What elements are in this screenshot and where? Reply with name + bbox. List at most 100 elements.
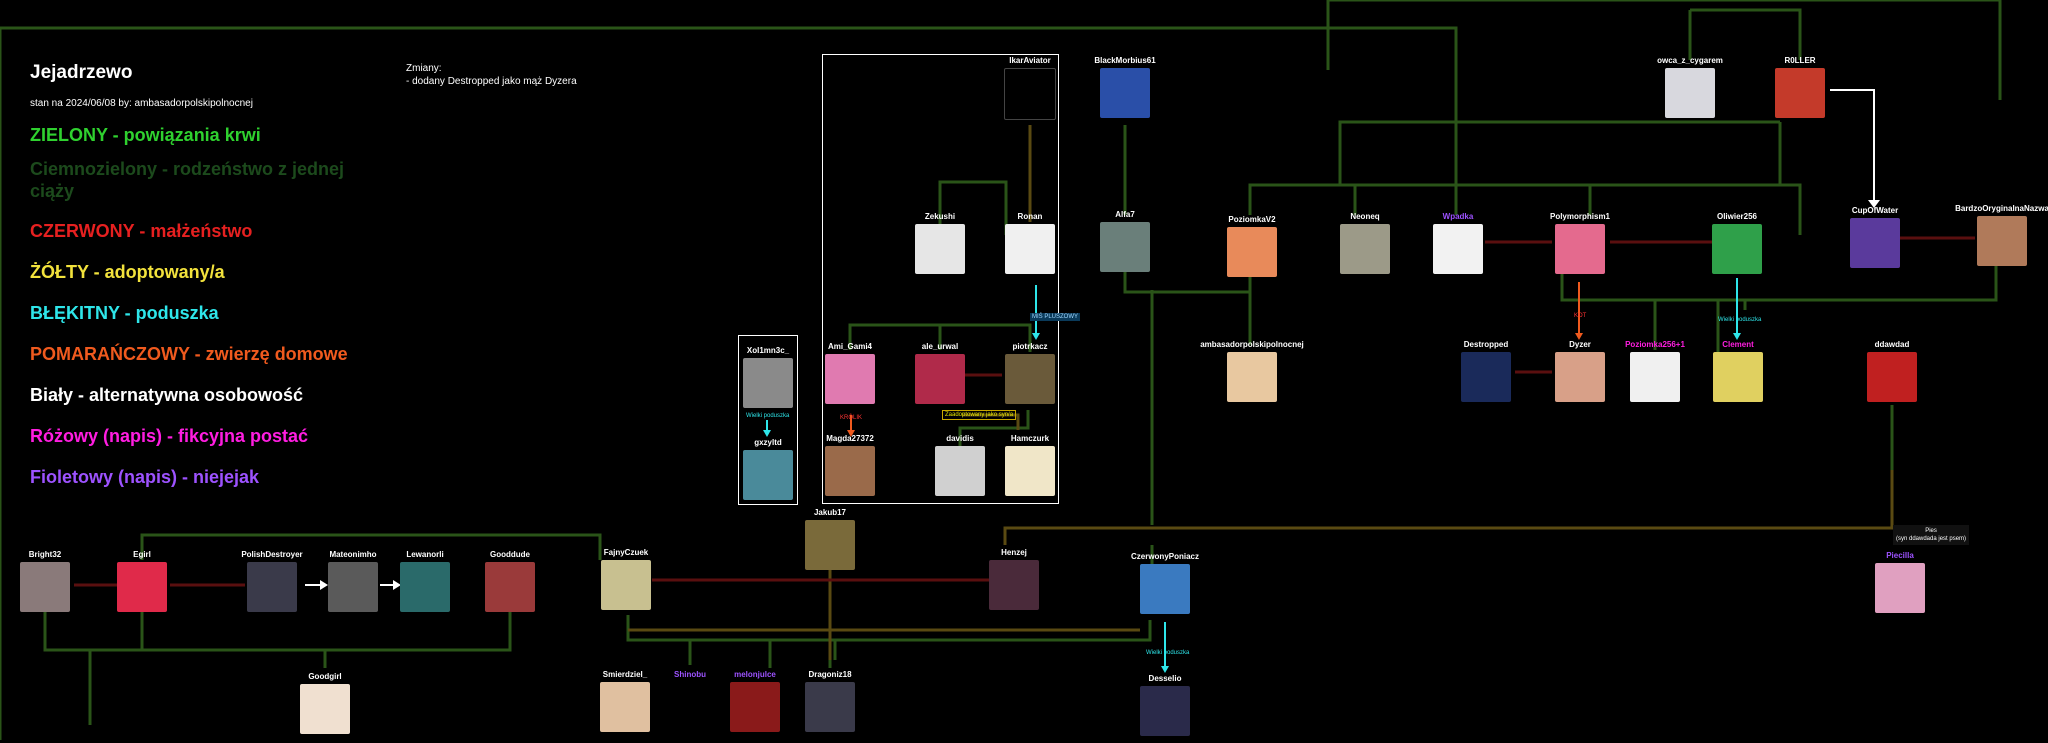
- avatar[interactable]: [1100, 68, 1150, 118]
- person-node-ale_urwal[interactable]: ale_urwal: [880, 342, 1000, 404]
- person-node-henzej[interactable]: Henzej: [954, 548, 1074, 610]
- person-node-hamczurk[interactable]: Hamczurk: [970, 434, 1090, 496]
- person-node-zekushi[interactable]: Zekushi: [880, 212, 1000, 274]
- person-node-bright32[interactable]: Bright32: [0, 550, 105, 612]
- avatar[interactable]: [1005, 224, 1055, 274]
- avatar[interactable]: [1712, 224, 1762, 274]
- avatar[interactable]: [1775, 68, 1825, 118]
- avatar[interactable]: [1100, 222, 1150, 272]
- person-node-dragoniz18[interactable]: Dragoniz18: [770, 670, 890, 732]
- person-node-polishdestroyer[interactable]: PolishDestroyer: [212, 550, 332, 612]
- person-name: FajnyCzuek: [603, 548, 649, 557]
- avatar[interactable]: [1227, 227, 1277, 277]
- person-node-czerwonyponiacz[interactable]: CzerwonyPoniacz: [1105, 552, 1225, 614]
- person-node-magda27372[interactable]: Magda27372: [790, 434, 910, 496]
- person-node-wpadka[interactable]: Wpadka: [1398, 212, 1518, 274]
- person-node-dyzer[interactable]: Dyzer: [1520, 340, 1640, 402]
- avatar[interactable]: [400, 562, 450, 612]
- person-name: Lewanorli: [406, 550, 444, 559]
- person-node-fajnyczuek[interactable]: FajnyCzuek: [566, 548, 686, 610]
- person-node-neoneq[interactable]: Neoneq: [1305, 212, 1425, 274]
- avatar[interactable]: [1005, 354, 1055, 404]
- avatar[interactable]: [1140, 686, 1190, 736]
- person-node-ikaraviator[interactable]: IkarAviator: [970, 56, 1090, 120]
- avatar[interactable]: [1850, 218, 1900, 268]
- person-node-ami_gami4[interactable]: Ami_Gami4: [790, 342, 910, 404]
- avatar[interactable]: [1005, 446, 1055, 496]
- person-node-desselio[interactable]: Desselio: [1105, 674, 1225, 736]
- person-node-piotrkacz[interactable]: piotrkacz: [970, 342, 1090, 404]
- person-node-davidis[interactable]: davidis: [900, 434, 1020, 496]
- person-node-bardzooryginalnanazwa[interactable]: BardzoOryginalnaNazwa: [1942, 204, 2048, 266]
- avatar[interactable]: [730, 682, 780, 732]
- tag-pillow: Wielki poduszka: [1146, 650, 1190, 656]
- avatar[interactable]: [743, 450, 793, 500]
- person-node-ambasadorpolskipolnocnej[interactable]: ambasadorpolskipolnocnej: [1192, 340, 1312, 402]
- person-node-lewanorli[interactable]: Lewanorli: [365, 550, 485, 612]
- person-node-goodgirl[interactable]: Goodgirl: [265, 672, 385, 734]
- avatar[interactable]: [1713, 352, 1763, 402]
- person-node-egirl[interactable]: Egirl: [82, 550, 202, 612]
- avatar[interactable]: [989, 560, 1039, 610]
- avatar[interactable]: [1977, 216, 2027, 266]
- avatar[interactable]: [915, 354, 965, 404]
- person-name: Desselio: [1148, 674, 1182, 683]
- avatar[interactable]: [1555, 352, 1605, 402]
- avatar[interactable]: [1227, 352, 1277, 402]
- avatar[interactable]: [601, 560, 651, 610]
- person-name: ale_urwal: [921, 342, 959, 351]
- person-node-oliwier256[interactable]: Oliwier256: [1677, 212, 1797, 274]
- avatar[interactable]: [743, 358, 793, 408]
- avatar[interactable]: [1433, 224, 1483, 274]
- person-node-xol1mn3c[interactable]: Xol1mn3c_: [708, 346, 828, 408]
- person-node-clement[interactable]: Clement: [1678, 340, 1798, 402]
- avatar[interactable]: [300, 684, 350, 734]
- person-node-polymorphism1[interactable]: Polymorphism1: [1520, 212, 1640, 274]
- person-node-smierdziel[interactable]: Smierdziel_: [565, 670, 685, 732]
- family-box-xol: [738, 335, 798, 505]
- avatar[interactable]: [328, 562, 378, 612]
- person-name: Alfa7: [1115, 210, 1135, 219]
- avatar[interactable]: [1630, 352, 1680, 402]
- arrow-heads: [320, 200, 1880, 590]
- avatar[interactable]: [805, 520, 855, 570]
- person-name: Ami_Gami4: [827, 342, 873, 351]
- person-node-poziomkav2[interactable]: PoziomkaV2: [1192, 215, 1312, 277]
- person-node-ddawdad[interactable]: ddawdad: [1832, 340, 1952, 402]
- avatar[interactable]: [825, 446, 875, 496]
- person-node-owca_z_cygarem[interactable]: owca_z_cygarem: [1630, 56, 1750, 118]
- avatar[interactable]: [1340, 224, 1390, 274]
- person-node-shinobu[interactable]: Shinobu: [630, 670, 750, 682]
- person-node-destropped[interactable]: Destropped: [1426, 340, 1546, 402]
- person-node-gooddude[interactable]: Gooddude: [450, 550, 570, 612]
- avatar[interactable]: [935, 446, 985, 496]
- pet-lines: [850, 282, 1580, 432]
- person-node-roller[interactable]: R0LLER: [1740, 56, 1860, 118]
- person-node-ronan[interactable]: Ronan: [970, 212, 1090, 274]
- person-node-gxzyltd[interactable]: gxzyltd: [708, 438, 828, 500]
- avatar[interactable]: [1140, 564, 1190, 614]
- person-node-jakub17[interactable]: Jakub17: [770, 508, 890, 570]
- avatar[interactable]: [247, 562, 297, 612]
- person-node-blackmorbius61[interactable]: BlackMorbius61: [1065, 56, 1185, 118]
- avatar[interactable]: [805, 682, 855, 732]
- avatar[interactable]: [1555, 224, 1605, 274]
- avatar[interactable]: [117, 562, 167, 612]
- avatar[interactable]: [1004, 68, 1056, 120]
- avatar[interactable]: [1665, 68, 1715, 118]
- person-node-melonjulce[interactable]: melonjulce: [695, 670, 815, 732]
- avatar[interactable]: [600, 682, 650, 732]
- avatar[interactable]: [1867, 352, 1917, 402]
- person-name: Polymorphism1: [1549, 212, 1610, 221]
- avatar[interactable]: [20, 562, 70, 612]
- avatar[interactable]: [485, 562, 535, 612]
- avatar[interactable]: [825, 354, 875, 404]
- person-node-alfa7[interactable]: Alfa7: [1065, 210, 1185, 272]
- avatar[interactable]: [1461, 352, 1511, 402]
- avatar[interactable]: [1875, 563, 1925, 613]
- avatar[interactable]: [915, 224, 965, 274]
- person-node-mateonimho[interactable]: Mateonimho: [293, 550, 413, 612]
- person-node-cupofwater[interactable]: CupOfWater: [1815, 206, 1935, 268]
- person-node-piecilla[interactable]: Piecilla: [1840, 551, 1960, 613]
- person-node-poziomka256_1[interactable]: Poziomka256+1: [1595, 340, 1715, 402]
